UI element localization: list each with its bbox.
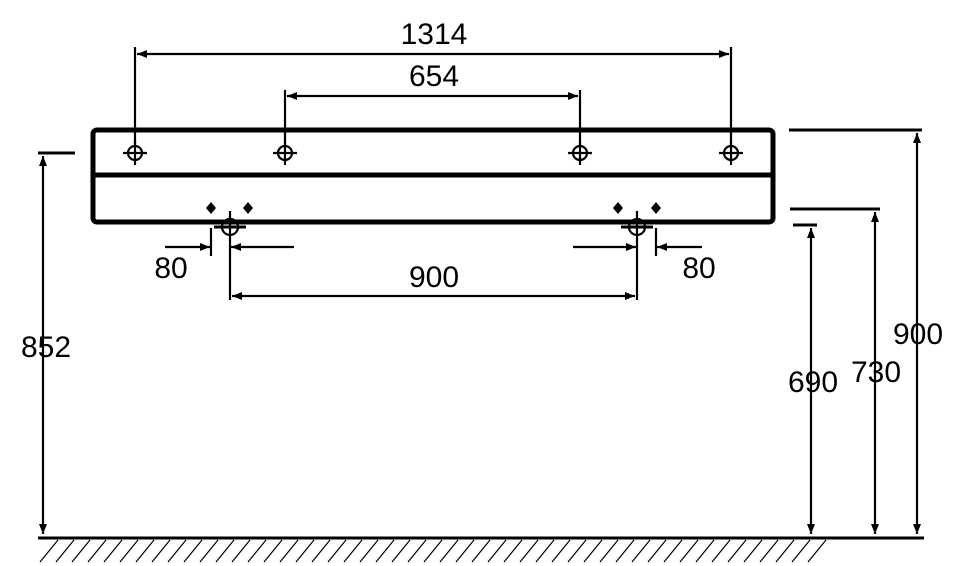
hatch-line: [359, 539, 379, 563]
hatch-line: [199, 539, 219, 563]
ground-hatch-icon: [38, 536, 924, 563]
hatch-line: [503, 539, 523, 563]
hatch-line: [695, 539, 715, 563]
hatch-line: [103, 539, 123, 563]
hatch-line: [183, 539, 203, 563]
hatch-line: [71, 539, 91, 563]
dimension-900-vertical: 900: [789, 128, 943, 534]
crosshair-circle-icon: [719, 141, 743, 165]
hatch-line: [231, 539, 251, 563]
hatch-line: [39, 539, 59, 563]
hatch-line: [455, 539, 475, 563]
hatch-line: [167, 539, 187, 563]
dimension-80-right: 80: [573, 228, 716, 300]
hatch-line: [375, 539, 395, 563]
hatch-line: [727, 539, 747, 563]
hatch-line: [615, 539, 635, 563]
hatch-line: [119, 539, 139, 563]
hatch-line: [87, 539, 107, 563]
tap-fitting-right: [613, 202, 661, 240]
hatch-line: [263, 539, 283, 563]
hatch-line: [631, 539, 651, 563]
basin-outline: [90, 127, 776, 225]
dimension-label-900-horizontal: 900: [409, 261, 459, 294]
crosshair-circle-icon: [273, 141, 297, 165]
hatch-line: [759, 539, 779, 563]
dimension-label-730: 730: [851, 356, 901, 389]
hatch-line: [711, 539, 731, 563]
dimension-label-80-left: 80: [154, 252, 187, 285]
hatch-line: [247, 539, 267, 563]
hatch-line: [55, 539, 75, 563]
tap-fitting-left: [206, 202, 253, 240]
dimension-730: 730: [790, 207, 901, 534]
hatch-line: [807, 539, 827, 563]
dimension-1314: 1314: [133, 18, 733, 144]
mounting-holes: [123, 141, 743, 165]
hatch-line: [279, 539, 299, 563]
tap-fitting-icon: [613, 202, 661, 240]
hatch-line: [791, 539, 811, 563]
hatch-line: [519, 539, 539, 563]
dimension-label-80-right: 80: [682, 252, 715, 285]
hatch-line: [407, 539, 427, 563]
dimension-80-left: 80: [154, 228, 294, 300]
crosshair-circle-icon: [123, 141, 147, 165]
hatch-line: [471, 539, 491, 563]
hatch-line: [487, 539, 507, 563]
hatch-line: [551, 539, 571, 563]
dimension-label-852: 852: [21, 331, 71, 364]
dimension-852: 852: [21, 151, 75, 534]
hatch-line: [679, 539, 699, 563]
hatch-line: [567, 539, 587, 563]
hatch-line: [535, 539, 555, 563]
hatch-line: [391, 539, 411, 563]
hatch-line: [311, 539, 331, 563]
hatch-line: [663, 539, 683, 563]
hatch-line: [343, 539, 363, 563]
hatch-line: [439, 539, 459, 563]
hatch-line: [295, 539, 315, 563]
hatch-line: [327, 539, 347, 563]
dimension-label-1314: 1314: [401, 18, 468, 51]
hatch-line: [151, 539, 171, 563]
dimension-690: 690: [788, 223, 838, 534]
hatch-line: [583, 539, 603, 563]
hatch-line: [775, 539, 795, 563]
hatch-line: [215, 539, 235, 563]
hatch-line: [647, 539, 667, 563]
hatch-line: [599, 539, 619, 563]
dimension-label-900-vertical: 900: [893, 318, 943, 351]
dimension-900-horizontal: 900: [232, 261, 635, 300]
dimension-654: 654: [283, 60, 582, 144]
hatch-line: [743, 539, 763, 563]
hatch-line: [135, 539, 155, 563]
crosshair-circle-icon: [568, 141, 592, 165]
hatch-line: [423, 539, 443, 563]
tap-fitting-icon: [206, 202, 253, 240]
dimension-label-654: 654: [409, 60, 459, 93]
dimension-label-690: 690: [788, 366, 838, 399]
